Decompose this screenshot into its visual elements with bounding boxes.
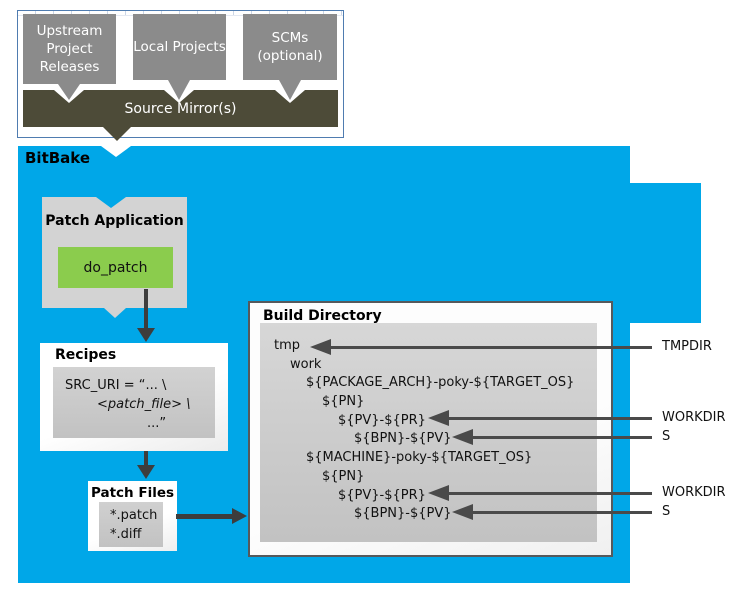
file-pattern: *.patch: [110, 508, 158, 523]
patch-application-tail-icon: [104, 308, 126, 318]
patch-files-title: Patch Files: [90, 485, 175, 501]
tree-item-pv-pr: ${PV}-${PR}: [338, 412, 426, 428]
pointer-line: [473, 435, 652, 439]
pointer-line: [449, 416, 652, 420]
patch-files-list-box: *.patch *.diff: [99, 502, 163, 547]
code-line: <patch_file> \: [97, 397, 191, 412]
tree-item-bpn-pv: ${BPN}-${PV}: [354, 431, 452, 447]
pointer-line: [449, 491, 652, 495]
arrow-stem: [144, 289, 148, 328]
arrow-head: [137, 465, 155, 479]
bubble-tail-icon: [58, 84, 80, 100]
arrow-left-icon: [452, 429, 473, 445]
arrow-right-icon: [176, 508, 247, 524]
arrow-left-icon: [428, 485, 449, 501]
tree-item-pv-pr: ${PV}-${PR}: [338, 487, 426, 503]
bubble-tail-icon: [279, 80, 301, 100]
scms-optional-box: SCMs (optional): [243, 14, 337, 80]
file-pattern: *.diff: [110, 527, 142, 542]
build-directory-title: Build Directory: [263, 308, 382, 324]
source-mirrors-label: Source Mirror(s): [124, 100, 237, 117]
pointer-line: [331, 345, 652, 349]
local-projects-box: Local Projects: [133, 14, 226, 80]
tree-item-tmp: tmp: [274, 338, 301, 353]
s-label: S: [662, 504, 671, 519]
tree-item-pn: ${PN}: [322, 468, 365, 484]
s-label: S: [662, 429, 671, 444]
tree-item-bpn-pv: ${BPN}-${PV}: [354, 506, 452, 522]
directory-tree-box: tmp work ${PACKAGE_ARCH}-poky-${TARGET_O…: [260, 323, 597, 542]
code-line: SRC_URI = “... \: [65, 378, 167, 393]
tree-item-work: work: [290, 356, 322, 372]
patch-application-title: Patch Application: [45, 213, 184, 229]
arrow-stem: [176, 514, 232, 519]
scms-optional-label: SCMs (optional): [257, 30, 323, 64]
workdir-label: WORKDIR: [662, 485, 726, 500]
src-uri-code-box: SRC_URI = “... \ <patch_file> \ ...”: [53, 367, 215, 438]
upstream-project-releases-label: Upstream Project Releases: [36, 23, 103, 75]
arrow-down-icon: [137, 451, 155, 479]
workdir-label: WORKDIR: [662, 410, 726, 425]
bitbake-label: BitBake: [25, 149, 91, 167]
code-line: ...”: [147, 416, 167, 431]
tree-item-pn: ${PN}: [322, 394, 365, 410]
build-directory-box: Build Directory tmp work ${PACKAGE_ARCH}…: [248, 301, 613, 557]
arrow-head: [232, 508, 247, 524]
bitbake-region-extension: [630, 183, 701, 323]
tmpdir-label: TMPDIR: [662, 339, 712, 354]
do-patch-label: do_patch: [83, 259, 148, 276]
local-projects-label: Local Projects: [133, 39, 226, 55]
bubble-tail-icon: [168, 80, 190, 100]
upstream-project-releases-box: Upstream Project Releases: [23, 14, 116, 84]
patch-application-notch: [96, 197, 126, 208]
arrow-left-icon: [428, 410, 449, 426]
arrow-stem: [144, 451, 148, 465]
arrow-down-icon: [137, 289, 155, 342]
recipes-title: Recipes: [55, 347, 117, 363]
arrow-head: [137, 328, 155, 342]
mirror-tail-icon: [103, 127, 131, 141]
bitbake-input-notch: [101, 146, 131, 157]
tree-item-machine: ${MACHINE}-poky-${TARGET_OS}: [306, 450, 533, 466]
arrow-left-icon: [310, 339, 331, 355]
pointer-line: [473, 510, 652, 514]
tree-item-package-arch: ${PACKAGE_ARCH}-poky-${TARGET_OS}: [306, 375, 575, 391]
arrow-left-icon: [452, 504, 473, 520]
do-patch-task-box: do_patch: [58, 247, 173, 288]
